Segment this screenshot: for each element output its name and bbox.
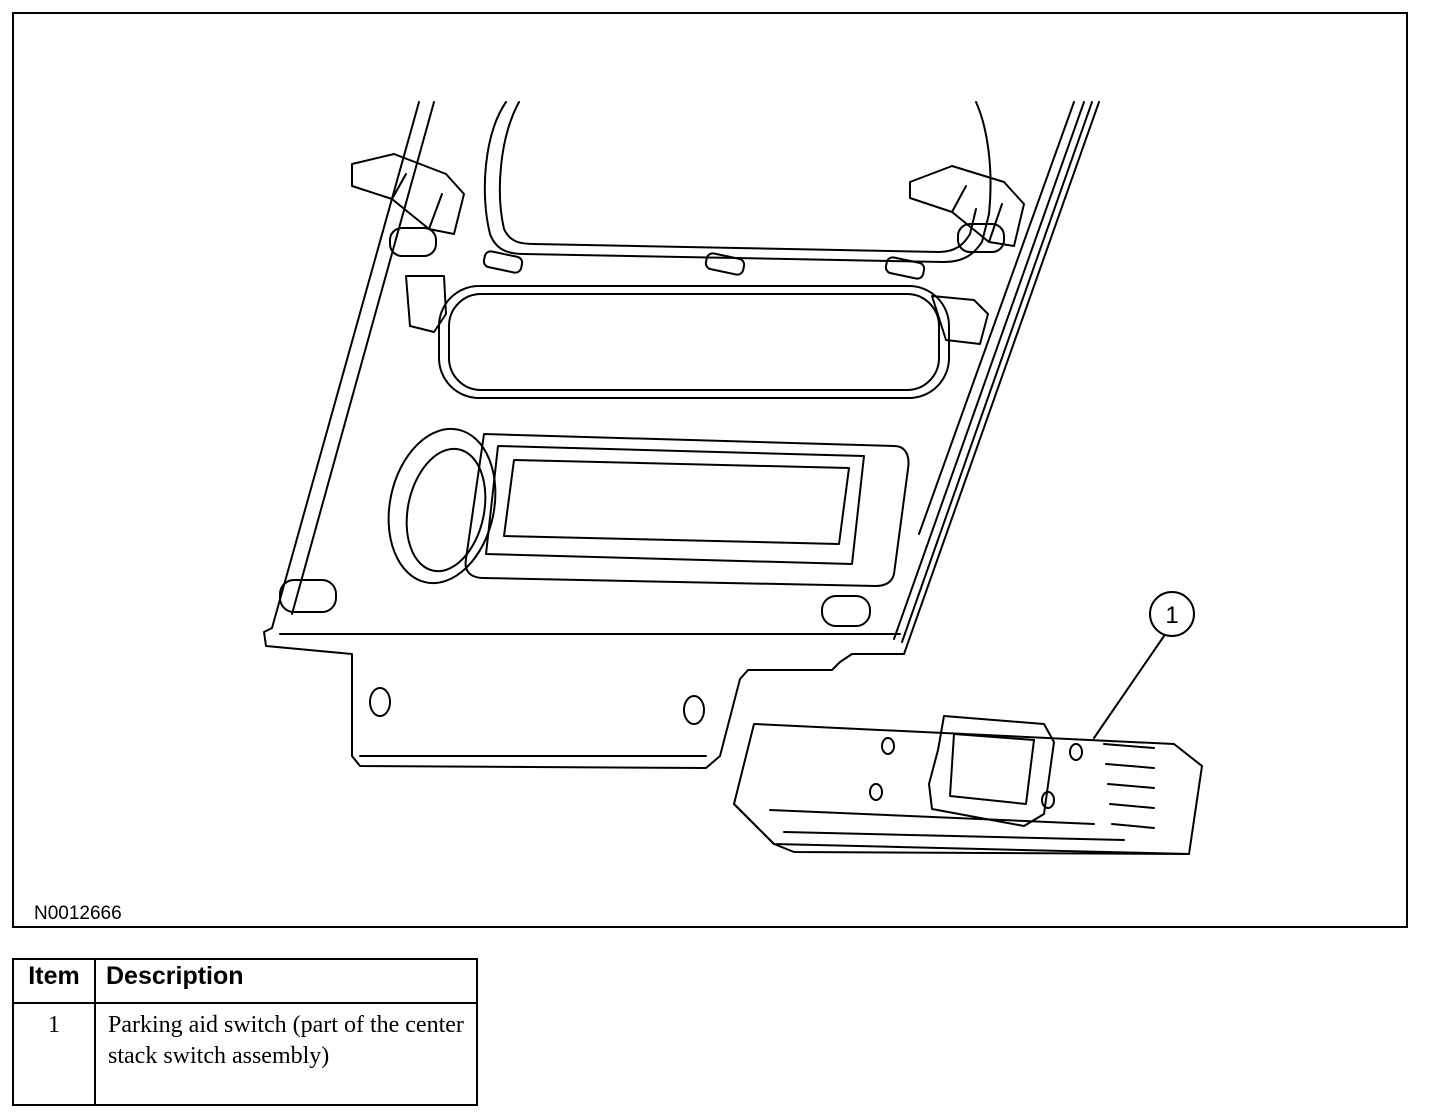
bezel-outline <box>263 101 1100 769</box>
figure-id: N0012666 <box>34 903 122 924</box>
pin-1 <box>482 250 524 274</box>
bezel-left-inner <box>291 101 435 615</box>
switch-connector <box>928 715 1055 827</box>
lower-opening-inner <box>485 445 865 565</box>
module-hole-1 <box>881 737 895 755</box>
flange-hole-right <box>683 695 705 725</box>
post-left-upper <box>389 227 437 257</box>
legend-row: 1 Parking aid switch (part of the center… <box>12 1002 478 1106</box>
round-knob-outer <box>387 427 497 585</box>
center-stack-illustration: 1 <box>263 101 1203 855</box>
middle-opening-inner <box>448 293 940 391</box>
callout-circle-1 <box>1149 591 1195 637</box>
switch-module-slots <box>1103 743 1155 829</box>
flange-hole-left <box>369 687 391 717</box>
lower-opening <box>464 433 910 587</box>
module-hole-2 <box>869 783 883 801</box>
bezel-right-rail-2 <box>901 101 1093 643</box>
lower-opening-inner-2 <box>503 459 850 545</box>
pin-3 <box>884 256 926 280</box>
switch-module-bottom-ribs <box>769 809 1125 841</box>
round-knob-inner <box>405 447 487 573</box>
pin-2 <box>704 252 746 276</box>
clip-left-lower <box>405 275 447 333</box>
callout-leader-1 <box>1093 635 1165 739</box>
callout-label-1: 1 <box>1165 602 1178 629</box>
post-right-lower <box>821 595 871 627</box>
bezel-right-rail-3 <box>918 101 1075 535</box>
legend-item-number: 1 <box>12 1002 96 1106</box>
legend-table: Item Description 1 Parking aid switch (p… <box>12 958 478 1106</box>
clip-right <box>909 165 1025 247</box>
post-left-lower <box>279 579 337 613</box>
clip-right-lower <box>931 295 989 345</box>
module-hole-4 <box>1041 791 1055 809</box>
legend-header-description: Description <box>94 958 478 1004</box>
upper-opening <box>483 101 992 263</box>
figure-frame: 1 N0012666 <box>12 12 1408 928</box>
clip-left <box>351 153 465 235</box>
module-hole-3 <box>1069 743 1083 761</box>
middle-opening <box>438 285 950 399</box>
switch-module-front <box>733 803 1190 855</box>
bezel-right-rail-1 <box>893 101 1085 640</box>
switch-module-body <box>733 723 1203 855</box>
legend-item-description: Parking aid switch (part of the center s… <box>94 1002 478 1106</box>
post-right-upper <box>957 223 1005 253</box>
switch-connector-inner <box>949 733 1035 805</box>
legend-header-row: Item Description <box>12 958 478 1004</box>
upper-opening-inner <box>498 101 977 253</box>
legend-header-item: Item <box>12 958 96 1004</box>
